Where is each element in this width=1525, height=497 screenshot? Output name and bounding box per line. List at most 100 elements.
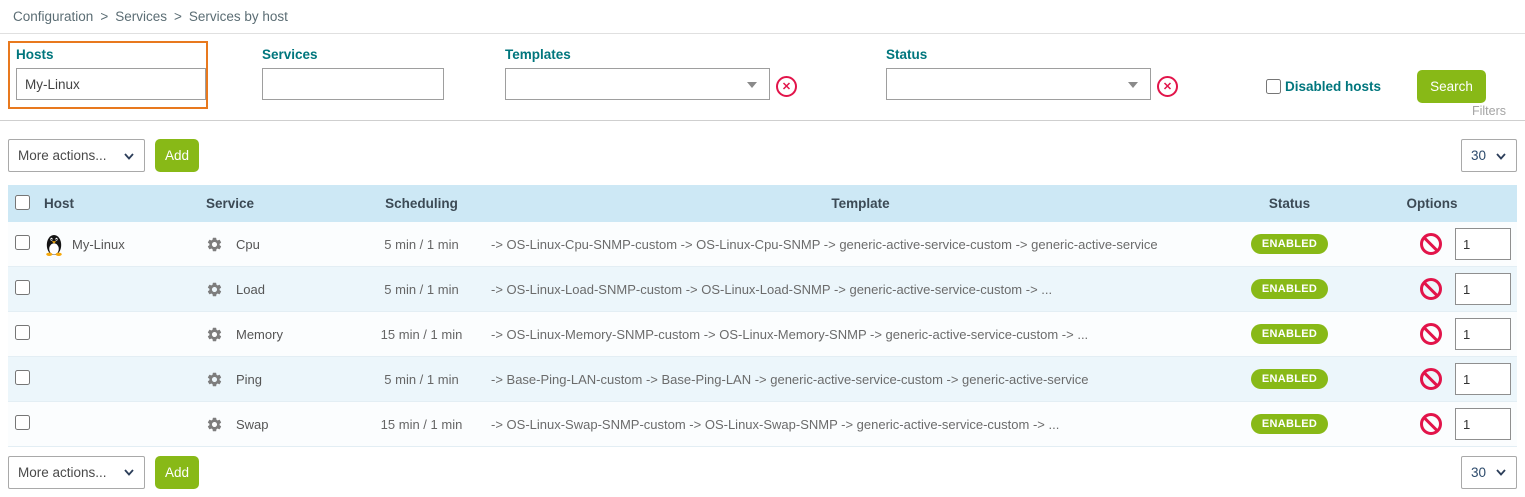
host-name[interactable]: My-Linux bbox=[72, 236, 125, 252]
table-row: Ping 5 min / 1 min -> Base-Ping-LAN-cust… bbox=[8, 357, 1517, 402]
duplicate-count-input[interactable] bbox=[1455, 318, 1511, 350]
chevron-down-icon bbox=[747, 82, 757, 88]
more-actions-select-bottom[interactable]: More actions... bbox=[8, 455, 145, 489]
disabled-hosts-toggle[interactable]: Disabled hosts bbox=[1266, 79, 1381, 94]
hosts-input[interactable] bbox=[16, 68, 206, 100]
search-button[interactable]: Search bbox=[1417, 70, 1486, 103]
more-actions-select-top[interactable]: More actions... bbox=[8, 139, 145, 172]
duplicate-count-input[interactable] bbox=[1455, 408, 1511, 440]
gear-icon[interactable] bbox=[206, 326, 223, 343]
duplicate-count-input[interactable] bbox=[1455, 228, 1511, 260]
header-host: Host bbox=[44, 196, 74, 211]
row-checkbox[interactable] bbox=[15, 415, 30, 430]
template-chain: -> Base-Ping-LAN-custom -> Base-Ping-LAN… bbox=[491, 371, 1089, 387]
status-badge: ENABLED bbox=[1250, 279, 1329, 299]
template-chain: -> OS-Linux-Cpu-SNMP-custom -> OS-Linux-… bbox=[491, 236, 1158, 252]
host-cell bbox=[44, 278, 194, 301]
top-toolbar: More actions... Add 30 bbox=[0, 121, 1525, 185]
disable-icon[interactable] bbox=[1420, 413, 1442, 435]
options-cell bbox=[1347, 408, 1517, 440]
header-scheduling: Scheduling bbox=[385, 196, 458, 211]
header-status: Status bbox=[1268, 196, 1311, 211]
row-checkbox[interactable] bbox=[15, 325, 30, 340]
template-chain: -> OS-Linux-Memory-SNMP-custom -> OS-Lin… bbox=[491, 326, 1089, 342]
scheduling-cell: 5 min / 1 min bbox=[384, 281, 459, 297]
service-cell: Cpu bbox=[194, 236, 354, 253]
row-checkbox[interactable] bbox=[15, 235, 30, 250]
chevron-down-icon bbox=[124, 469, 134, 476]
header-template: Template bbox=[831, 196, 890, 211]
chevron-down-icon bbox=[124, 152, 134, 160]
service-cell: Ping bbox=[194, 371, 354, 388]
scheduling-cell: 5 min / 1 min bbox=[384, 236, 459, 252]
templates-select[interactable] bbox=[505, 68, 770, 100]
service-name[interactable]: Swap bbox=[236, 416, 269, 432]
status-cell: ENABLED bbox=[1232, 369, 1347, 389]
filters-panel-label: Filters bbox=[1468, 104, 1509, 118]
service-cell: Swap bbox=[194, 416, 354, 433]
gear-icon[interactable] bbox=[206, 281, 223, 298]
service-name[interactable]: Ping bbox=[236, 371, 263, 387]
filter-panel: Hosts Services Templates ✕ Status ✕ Disa… bbox=[0, 34, 1525, 121]
row-select-cell bbox=[8, 235, 44, 253]
disable-icon[interactable] bbox=[1420, 278, 1442, 300]
more-actions-label: More actions... bbox=[18, 464, 107, 480]
options-cell bbox=[1347, 228, 1517, 260]
breadcrumb-item-services[interactable]: Services bbox=[115, 9, 167, 24]
clear-status-icon[interactable]: ✕ bbox=[1157, 76, 1178, 97]
host-cell bbox=[44, 368, 194, 391]
host-cell: My-Linux bbox=[44, 233, 194, 256]
more-actions-label: More actions... bbox=[18, 148, 107, 163]
gear-icon[interactable] bbox=[206, 371, 223, 388]
service-name[interactable]: Memory bbox=[236, 326, 283, 342]
disable-icon[interactable] bbox=[1420, 368, 1442, 390]
row-checkbox[interactable] bbox=[15, 280, 30, 295]
add-button-top[interactable]: Add bbox=[155, 139, 199, 172]
disable-icon[interactable] bbox=[1420, 233, 1442, 255]
status-cell: ENABLED bbox=[1232, 234, 1347, 254]
breadcrumb-separator: > bbox=[173, 9, 182, 24]
status-select[interactable] bbox=[886, 68, 1151, 100]
linux-penguin-icon bbox=[44, 233, 64, 256]
page-size-select-top[interactable]: 30 bbox=[1461, 139, 1517, 172]
scheduling-cell: 15 min / 1 min bbox=[380, 416, 463, 432]
add-button-bottom[interactable]: Add bbox=[155, 455, 199, 489]
status-badge: ENABLED bbox=[1250, 414, 1329, 434]
templates-label: Templates bbox=[505, 47, 571, 62]
page-size-select-bottom[interactable]: 30 bbox=[1461, 455, 1517, 489]
hosts-filter-highlighted: Hosts bbox=[8, 41, 208, 109]
disabled-hosts-checkbox[interactable] bbox=[1266, 79, 1281, 94]
gear-icon[interactable] bbox=[206, 236, 223, 253]
breadcrumb: Configuration>Services>Services by host bbox=[0, 0, 1525, 34]
table-body: My-Linux Cpu 5 min / 1 min -> OS-Linux-C… bbox=[8, 222, 1517, 447]
service-cell: Load bbox=[194, 281, 354, 298]
select-all-cell bbox=[8, 194, 44, 213]
services-input[interactable] bbox=[262, 68, 444, 100]
breadcrumb-item-services-by-host: Services by host bbox=[188, 9, 288, 24]
services-table: Host Service Scheduling Template Status … bbox=[8, 185, 1517, 447]
service-name[interactable]: Cpu bbox=[236, 236, 260, 252]
row-select-cell bbox=[8, 325, 44, 343]
header-options: Options bbox=[1406, 196, 1458, 211]
select-all-checkbox[interactable] bbox=[15, 194, 30, 210]
options-cell bbox=[1347, 273, 1517, 305]
table-header-row: Host Service Scheduling Template Status … bbox=[8, 185, 1517, 222]
status-filter: Status bbox=[886, 47, 1151, 100]
breadcrumb-item-configuration[interactable]: Configuration bbox=[13, 9, 94, 24]
disable-icon[interactable] bbox=[1420, 323, 1442, 345]
status-badge: ENABLED bbox=[1250, 369, 1329, 389]
options-cell bbox=[1347, 318, 1517, 350]
status-cell: ENABLED bbox=[1232, 279, 1347, 299]
status-cell: ENABLED bbox=[1232, 414, 1347, 434]
options-cell bbox=[1347, 363, 1517, 395]
host-cell bbox=[44, 323, 194, 346]
duplicate-count-input[interactable] bbox=[1455, 363, 1511, 395]
service-name[interactable]: Load bbox=[236, 281, 265, 297]
row-checkbox[interactable] bbox=[15, 370, 30, 385]
status-cell: ENABLED bbox=[1232, 324, 1347, 344]
duplicate-count-input[interactable] bbox=[1455, 273, 1511, 305]
services-label: Services bbox=[262, 47, 318, 62]
table-row: Memory 15 min / 1 min -> OS-Linux-Memory… bbox=[8, 312, 1517, 357]
clear-templates-icon[interactable]: ✕ bbox=[776, 76, 797, 97]
gear-icon[interactable] bbox=[206, 416, 223, 433]
